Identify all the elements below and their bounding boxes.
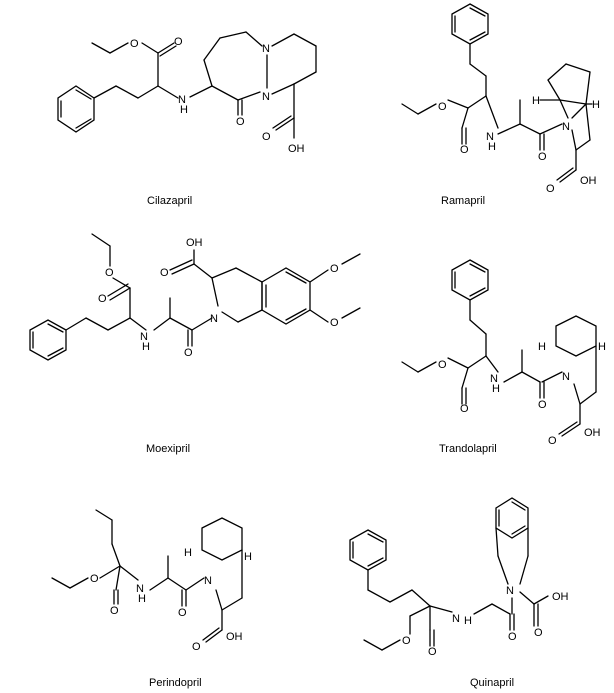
svg-text:O: O [460, 403, 469, 415]
svg-text:OH: OH [288, 143, 305, 155]
svg-text:O: O [90, 573, 99, 585]
cilazapril-structure: O O N H N N O [57, 31, 317, 155]
svg-text:N: N [486, 131, 494, 143]
svg-text:O: O [534, 627, 543, 639]
svg-text:H: H [492, 383, 500, 395]
svg-text:N: N [262, 91, 270, 103]
svg-text:N: N [136, 583, 144, 595]
svg-text:H: H [592, 99, 600, 111]
svg-text:OH: OH [226, 631, 243, 643]
svg-text:O: O [508, 631, 517, 643]
svg-text:O: O [428, 646, 437, 658]
ramapril-structure: O O N H O N H H O [401, 3, 600, 195]
svg-text:O: O [192, 641, 201, 653]
svg-text:O: O [105, 267, 114, 279]
svg-text:H: H [538, 341, 546, 353]
caption-ramapril: Ramapril [441, 195, 486, 207]
svg-text:O: O [174, 36, 183, 48]
svg-text:N: N [210, 313, 218, 325]
svg-text:O: O [330, 317, 339, 329]
svg-text:OH: OH [552, 591, 569, 603]
svg-text:O: O [130, 38, 139, 50]
moexipril-structure: O O N H O N O O [29, 233, 361, 361]
caption-cilazapril: Cilazapril [147, 195, 193, 207]
svg-text:OH: OH [580, 175, 597, 187]
svg-text:O: O [538, 151, 547, 163]
svg-text:N: N [506, 585, 514, 597]
svg-text:O: O [402, 635, 411, 647]
caption-trandolapril: Trandolapril [439, 443, 497, 455]
svg-text:N: N [452, 613, 460, 625]
svg-text:H: H [180, 104, 188, 116]
perindopril-structure: O O N H O N H H O OH [51, 509, 252, 653]
svg-text:N: N [562, 121, 570, 133]
svg-text:OH: OH [186, 237, 203, 249]
quinapril-structure: O O N H O N O OH [349, 497, 569, 658]
svg-text:H: H [532, 95, 540, 107]
svg-text:O: O [98, 293, 107, 305]
svg-text:H: H [464, 615, 472, 627]
svg-text:H: H [142, 341, 150, 353]
svg-text:O: O [460, 144, 469, 156]
svg-text:H: H [488, 141, 496, 153]
svg-text:O: O [178, 607, 187, 619]
svg-text:N: N [204, 575, 212, 587]
svg-text:O: O [538, 399, 547, 411]
svg-text:OH: OH [584, 427, 601, 439]
svg-text:O: O [236, 116, 245, 128]
svg-text:O: O [262, 131, 271, 143]
svg-text:H: H [244, 551, 252, 563]
svg-text:N: N [562, 371, 570, 383]
svg-text:O: O [110, 605, 119, 617]
svg-text:N: N [490, 373, 498, 385]
svg-text:H: H [598, 341, 606, 353]
svg-text:N: N [262, 43, 270, 55]
caption-perindopril: Perindopril [149, 677, 202, 689]
svg-text:N: N [178, 94, 186, 106]
caption-quinapril: Quinapril [470, 677, 515, 689]
svg-text:O: O [184, 347, 193, 359]
caption-moexipril: Moexipril [146, 443, 191, 455]
svg-text:O: O [438, 101, 447, 113]
svg-text:H: H [138, 593, 146, 605]
svg-text:H: H [184, 547, 192, 559]
trandolapril-structure: O O N H O N H H O OH [401, 259, 606, 447]
svg-text:N: N [140, 331, 148, 343]
svg-text:O: O [438, 359, 447, 371]
svg-text:O: O [546, 183, 555, 195]
svg-text:O: O [330, 263, 339, 275]
svg-text:O: O [548, 435, 557, 447]
svg-text:O: O [160, 267, 169, 279]
